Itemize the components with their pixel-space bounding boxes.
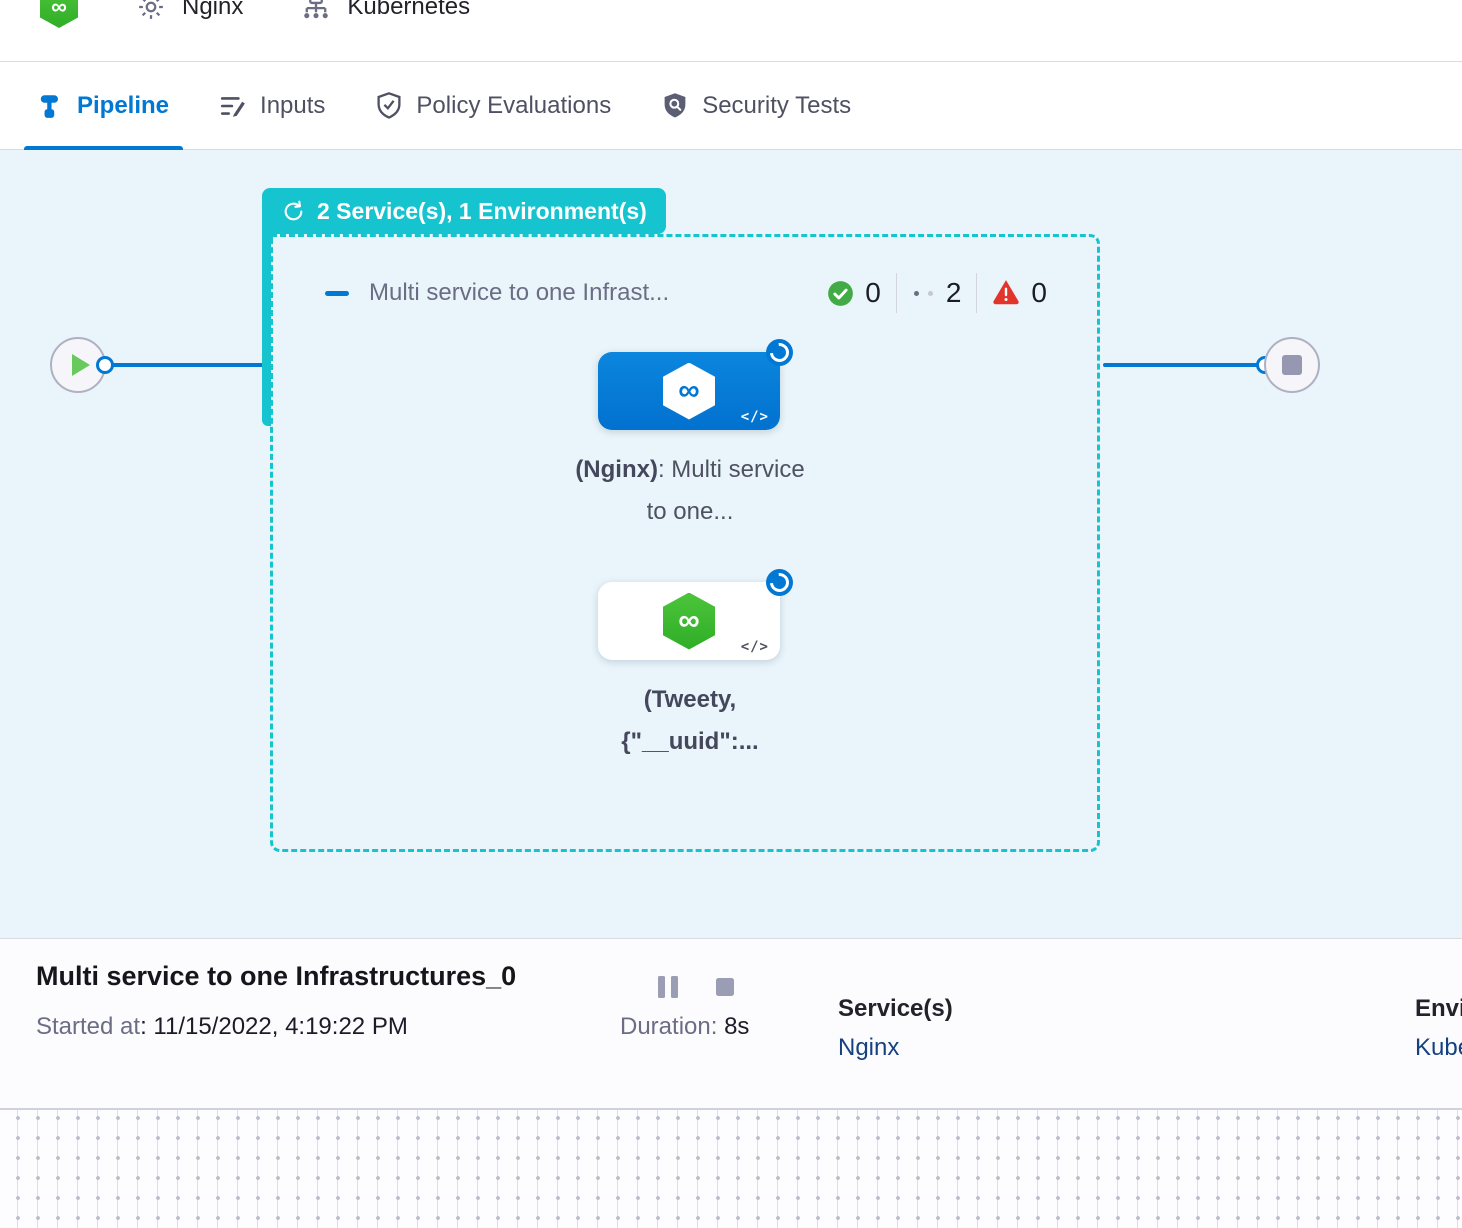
stage-name: Multi service to one Infrast... [369,279,670,306]
success-count: 0 [865,277,881,308]
tab-pipeline[interactable]: Pipeline [24,62,184,150]
pause-button[interactable] [658,976,678,998]
harness-service-icon: ∞ [663,592,715,650]
pipeline-canvas[interactable]: 2 Service(s), 1 Environment(s) Multi ser… [0,150,1462,938]
running-spinner-badge [766,569,793,596]
edge-start-to-stage [107,363,264,367]
running-spinner-badge [766,339,793,366]
harness-service-icon: ∞ [663,362,715,420]
execution-title: Multi service to one Infrastructures_0 [36,961,517,991]
stop-button[interactable] [716,978,734,996]
pipeline-icon [38,92,64,120]
success-check-icon [827,280,854,307]
pipeline-end-node[interactable] [1264,337,1320,393]
service-node-tweety-label: (Tweety, {"__uuid":... [621,686,759,755]
stage-selection-bar [262,232,271,426]
breadcrumb-bar: ∞ Nginx [0,0,1462,62]
stage-group-label: 2 Service(s), 1 Environment(s) [317,197,647,224]
stage-container[interactable]: Multi service to one Infrast... 0 2 [270,234,1100,852]
tab-inputs[interactable]: Inputs [205,62,339,149]
environments-value-link[interactable]: Kubernetes [1415,1034,1462,1061]
services-column: Service(s) Nginx [838,995,953,1062]
edge-stage-to-end [1103,363,1258,367]
tab-security-tests-label: Security Tests [702,91,852,119]
failed-warning-icon [992,280,1020,306]
hierarchy-icon [301,0,331,21]
running-count: 2 [945,277,962,308]
counter-divider [895,273,897,313]
started-at-value: : 11/15/2022, 4:19:22 PM [140,1013,408,1040]
running-dots-icon [913,290,933,296]
service-node-nginx[interactable]: ∞ </> [598,339,793,430]
tab-pipeline-label: Pipeline [77,91,170,119]
code-icon: </> [740,409,769,425]
stage-header: Multi service to one Infrast... 0 2 [325,273,1047,313]
duration: Duration: 8s [620,1013,749,1041]
collapse-stage-icon[interactable] [325,290,349,296]
started-at: Started at: 11/15/2022, 4:19:22 PM [36,1013,408,1041]
failed-count: 0 [1031,277,1047,308]
breadcrumb-service[interactable]: Nginx [136,0,243,22]
breadcrumb-environment[interactable]: Kubernetes [301,0,470,21]
inputs-icon [219,92,247,120]
play-icon [71,354,90,376]
service-node-nginx-label: (Nginx): Multi service to one... [575,456,805,525]
pipeline-start-node[interactable] [50,337,106,393]
shield-scan-icon [661,91,689,121]
stop-square-icon [1282,355,1302,375]
tab-security-tests[interactable]: Security Tests [647,62,865,149]
execution-tabs: Pipeline Inputs Policy Evaluations [0,62,1462,150]
tab-policy-evaluations[interactable]: Policy Evaluations [361,62,625,149]
started-at-label: Started at [36,1013,141,1040]
services-value-link[interactable]: Nginx [838,1034,900,1061]
environments-column: Environment(s) Kubernetes [1415,995,1462,1062]
refresh-icon [281,199,306,224]
gear-icon [136,0,166,22]
stage-group-header[interactable]: 2 Service(s), 1 Environment(s) [262,188,666,234]
shield-check-icon [375,91,403,121]
breadcrumb-service-label: Nginx [182,0,244,20]
tab-policy-evaluations-label: Policy Evaluations [416,91,612,119]
execution-summary-bar: Multi service to one Infrastructures_0 S… [0,938,1462,1108]
services-label: Service(s) [838,995,953,1022]
log-grid-area [0,1108,1462,1228]
harness-logo-icon: ∞ [40,0,78,28]
counter-divider [976,273,978,313]
code-icon: </> [740,639,769,655]
stage-step-counters: 0 2 0 [827,273,1047,313]
duration-value: 8s [724,1013,750,1040]
breadcrumb-environment-label: Kubernetes [347,0,471,20]
environments-label: Environment(s) [1415,995,1462,1022]
duration-label: Duration: [620,1013,725,1040]
start-node-port [96,356,114,374]
tab-inputs-label: Inputs [260,91,326,119]
service-node-tweety[interactable]: ∞ </> [598,569,793,660]
